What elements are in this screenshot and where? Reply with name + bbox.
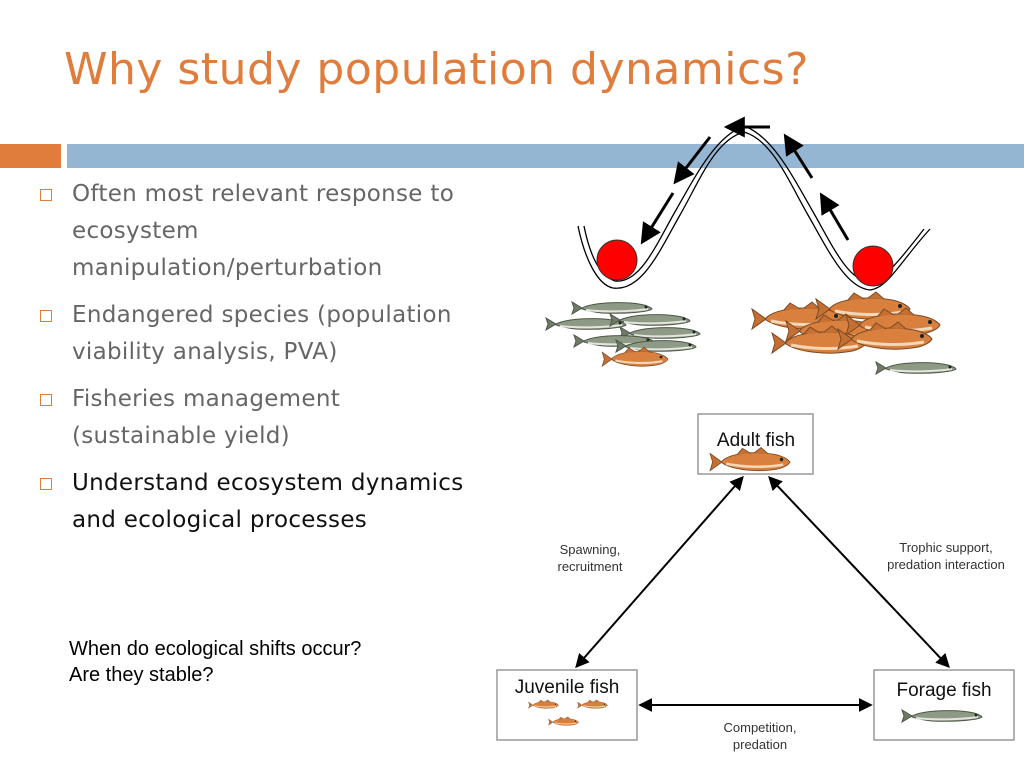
forage-fish-school: [545, 301, 701, 368]
accent-bar: [0, 144, 61, 168]
arrow-icon: [673, 136, 712, 185]
square-bullet-icon: [40, 394, 52, 406]
forage-fish-node: [873, 669, 1015, 741]
node-label: Forage fish: [896, 680, 991, 701]
fish-icon: [571, 301, 653, 315]
cod-school: [750, 290, 957, 375]
edge-label: recruitment: [557, 559, 622, 574]
ball-icon: [852, 245, 894, 287]
question-line: When do ecological shifts occur?: [69, 638, 362, 660]
header-bar: [67, 144, 1024, 168]
arrow-icon: [819, 192, 850, 241]
slide-title: Why study population dynamics?: [64, 44, 809, 95]
edge-label: predation: [733, 737, 787, 752]
question-text: When do ecological shifts occur? Are the…: [69, 636, 361, 688]
bullet-text: Endangered species (population viability…: [72, 302, 452, 365]
bullet-item: Endangered species (population viability…: [40, 297, 480, 371]
square-bullet-icon: [40, 478, 52, 490]
stability-landscape: [577, 116, 931, 291]
edge-label: Spawning,: [560, 542, 621, 557]
square-bullet-icon: [40, 310, 52, 322]
arrow-icon: [768, 475, 950, 669]
edge-label: Competition,: [724, 720, 797, 735]
arrow-icon: [783, 133, 814, 179]
bullet-list: Often most relevant response to ecosyste…: [40, 176, 480, 549]
food-web-diagram: Adult fish Juvenile fish Forage fish Spa…: [496, 413, 1015, 752]
arrow-icon: [575, 475, 744, 669]
bullet-item: Fisheries management (sustainable yield): [40, 381, 480, 455]
edge-label: Trophic support,: [899, 540, 992, 555]
juvenile-fish-node: [496, 669, 638, 741]
arrow-icon: [640, 192, 675, 245]
bullet-item: Understand ecosystem dynamics and ecolog…: [40, 465, 480, 539]
bullet-text: Often most relevant response to ecosyste…: [72, 181, 455, 281]
ball-icon: [596, 239, 638, 281]
node-label: Adult fish: [717, 430, 795, 451]
fish-icon: [875, 361, 957, 375]
bullet-text: Fisheries management (sustainable yield): [72, 386, 341, 449]
node-label: Juvenile fish: [515, 677, 620, 698]
edge-label: predation interaction: [887, 557, 1005, 572]
square-bullet-icon: [40, 189, 52, 201]
bullet-item: Often most relevant response to ecosyste…: [40, 176, 480, 287]
bullet-text: Understand ecosystem dynamics and ecolog…: [72, 470, 464, 533]
question-line: Are they stable?: [69, 664, 214, 686]
